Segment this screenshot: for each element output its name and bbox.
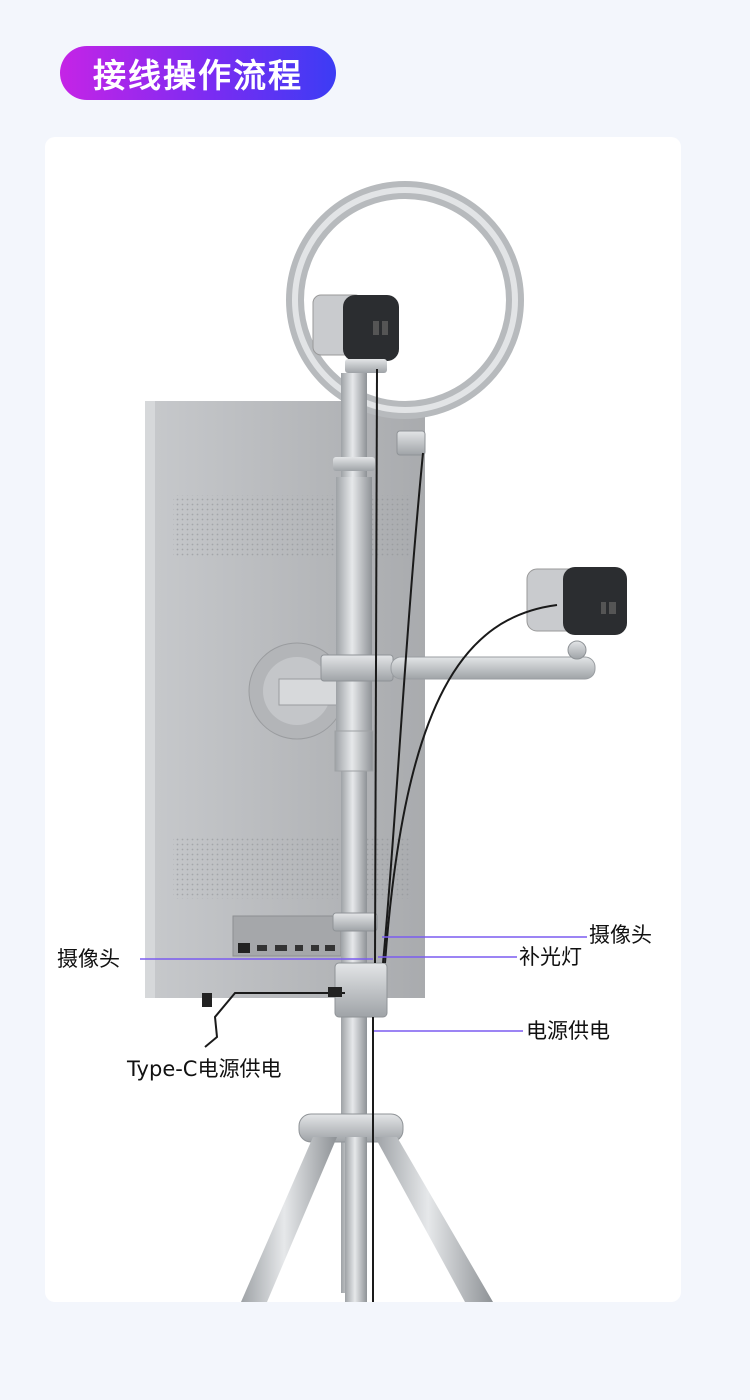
label-power-supply: 电源供电	[526, 1019, 610, 1043]
stand-pole	[320, 373, 596, 1293]
diagram-card: 摄像头 摄像头 补光灯 电源供电 Type-C电源供电	[45, 137, 681, 1302]
page-title: 接线操作流程	[60, 46, 336, 100]
label-fill-light: 补光灯	[519, 945, 582, 969]
tripod	[241, 1113, 493, 1302]
typec-plug	[202, 993, 212, 1007]
label-typec-power: Type-C电源供电	[127, 1057, 282, 1081]
display-panel	[145, 401, 425, 998]
device-illustration	[140, 181, 627, 1302]
top-camera	[312, 294, 399, 373]
cables	[204, 368, 558, 1302]
side-camera	[526, 567, 627, 660]
ring-light	[286, 181, 524, 456]
leader-lines	[140, 936, 587, 1032]
label-camera-right: 摄像头	[589, 923, 652, 947]
label-camera-left: 摄像头	[57, 947, 120, 971]
